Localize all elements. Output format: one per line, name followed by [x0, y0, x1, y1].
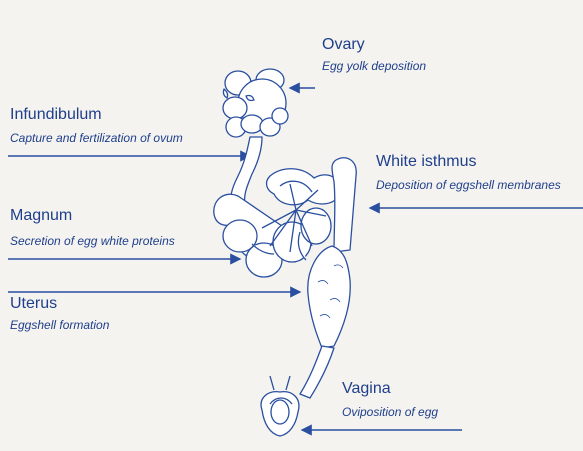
white-isthmus-label: White isthmus Deposition of eggshell mem…	[376, 154, 561, 191]
vent-tail-lines	[270, 376, 290, 390]
white-isthmus-name: White isthmus	[376, 154, 561, 171]
uterus-description: Eggshell formation	[10, 319, 109, 332]
white-isthmus-tube	[332, 158, 356, 252]
magnum-description: Secretion of egg white proteins	[10, 235, 175, 248]
white-isthmus-description: Deposition of eggshell membranes	[376, 179, 561, 192]
infundibulum-label: Infundibulum Capture and fertilization o…	[10, 107, 183, 144]
vagina-name: Vagina	[342, 381, 438, 398]
infundibulum-name: Infundibulum	[10, 107, 183, 124]
infundibulum-description: Capture and fertilization of ovum	[10, 132, 183, 145]
uterus-shell-gland	[308, 246, 350, 348]
uterus-name: Uterus	[10, 296, 109, 313]
uterus-label: Uterus Eggshell formation	[10, 296, 109, 331]
ovary-name: Ovary	[322, 37, 426, 54]
vagina-description: Oviposition of egg	[342, 406, 438, 419]
ovary-label: Ovary Egg yolk deposition	[322, 37, 426, 72]
ovary-description: Egg yolk deposition	[322, 60, 426, 73]
vagina-label: Vagina Oviposition of egg	[342, 381, 438, 418]
magnum-label: Magnum Secretion of egg white proteins	[10, 208, 175, 247]
vagina-duct	[300, 346, 334, 398]
magnum-name: Magnum	[10, 208, 175, 225]
ovary-follicles	[223, 69, 288, 137]
egg-shape	[271, 400, 289, 424]
